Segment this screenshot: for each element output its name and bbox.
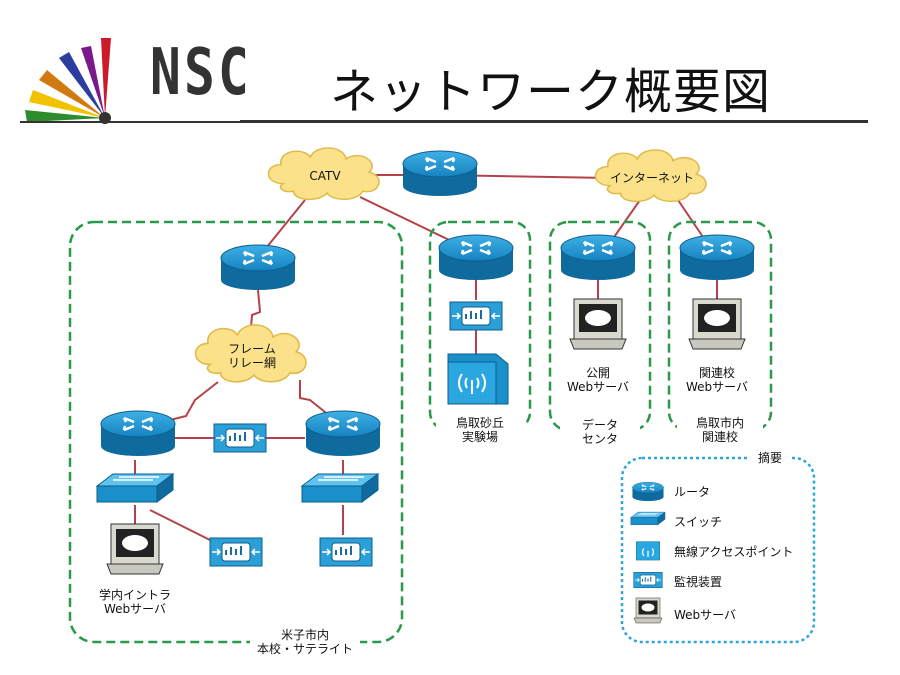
page-title: ネットワーク概要図 [330, 64, 772, 120]
public-server-label: 公開 Webサーバ [566, 366, 630, 394]
legend-monitor-device-icon [633, 571, 663, 589]
group-label-tottori-lab: 鳥取砂丘 実験場 [436, 416, 524, 444]
web-server-icon [688, 298, 746, 350]
monitor-device-icon [449, 301, 503, 331]
logo [20, 30, 250, 130]
frame-relay-label: フレーム リレー網 [227, 342, 276, 370]
legend-label-monitor-device: 監視装置 [674, 575, 723, 589]
router-icon [99, 409, 177, 458]
router-icon [401, 149, 479, 198]
router-icon [219, 243, 297, 292]
legend-web-server-icon [633, 597, 663, 624]
web-server-icon [569, 298, 627, 350]
group-label-data-center: データ センタ [560, 418, 640, 446]
group-label-tottori-affiliate: 鳥取市内 関連校 [677, 416, 763, 444]
title-underline [240, 120, 868, 123]
web-server-icon [106, 523, 164, 575]
catv-label: CATV [309, 169, 341, 183]
legend-wireless-ap-icon [636, 541, 660, 561]
legend-label-wireless-ap: 無線アクセスポイント [674, 545, 794, 559]
legend-router-icon [631, 481, 665, 502]
router-icon [678, 233, 756, 282]
group-boxes [68, 220, 773, 644]
logo-fan-icon [20, 38, 250, 124]
group-label-main: 米子市内 本校・サテライト [250, 628, 360, 656]
switch-icon [96, 473, 174, 503]
affiliate-server-label: 関連校 Webサーバ [685, 366, 749, 394]
legend-box [620, 456, 816, 644]
intranet-server-label: 学内イントラ Webサーバ [98, 588, 171, 616]
monitor-device-icon [319, 537, 373, 567]
legend-label-router: ルータ [674, 485, 711, 499]
legend-label-switch: スイッチ [674, 515, 723, 529]
router-icon [437, 233, 515, 282]
logo-text: NSC [150, 36, 253, 110]
legend-title: 摘要 [748, 451, 792, 465]
router-icon [304, 409, 382, 458]
legend-switch-icon [630, 511, 666, 526]
wireless-ap-icon [447, 353, 509, 405]
router-icon [559, 233, 637, 282]
monitor-device-icon [213, 423, 267, 453]
internet-label: インターネット [609, 171, 694, 185]
monitor-device-icon [209, 537, 263, 567]
switch-icon [301, 473, 379, 503]
legend-label-web-server: Webサーバ [674, 608, 737, 622]
